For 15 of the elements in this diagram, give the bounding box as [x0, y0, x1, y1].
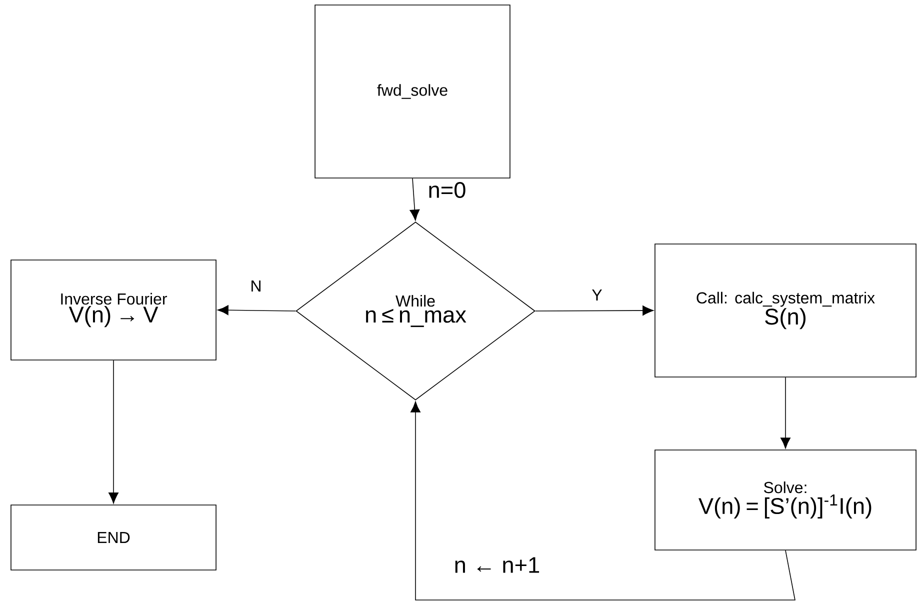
- edge-label: Y: [590, 288, 604, 302]
- process-box: Call: calc_system_matrix S(n): [654, 244, 916, 378]
- process-box: Solve: V(n) = [S’(n)]$^{-1}$I(n): [654, 450, 916, 550]
- arrow: [410, 178, 420, 221]
- arrow: [410, 401, 796, 600]
- arrow: [534, 306, 654, 316]
- edge-label: n ← n+1: [452, 556, 542, 574]
- edge-label: N: [248, 279, 264, 293]
- process-box: Inverse Fourier V(n) → V: [10, 260, 216, 360]
- arrow: [217, 305, 296, 316]
- arrow: [780, 377, 790, 449]
- edge-label: n=0: [426, 180, 468, 200]
- arrow: [108, 360, 118, 504]
- terminal-box: END: [10, 504, 216, 570]
- process-box: fwd_solve: [314, 4, 510, 178]
